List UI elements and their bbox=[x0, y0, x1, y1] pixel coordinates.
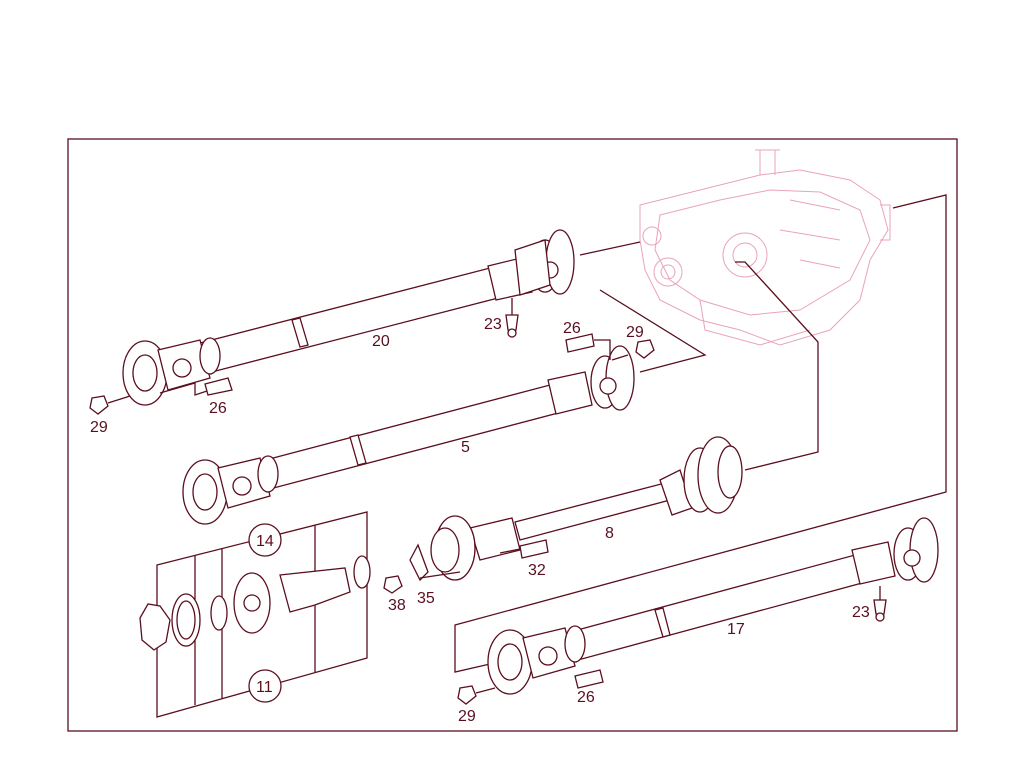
callout-8: 8 bbox=[605, 525, 614, 542]
callout-35: 35 bbox=[417, 590, 435, 607]
callout-20: 20 bbox=[372, 333, 390, 350]
callout-14: 14 bbox=[256, 533, 274, 550]
drive-shaft-20 bbox=[89, 229, 575, 415]
callout-29-upper-right: 29 bbox=[626, 324, 644, 341]
callout-17: 17 bbox=[727, 621, 745, 638]
callout-23-lower: 23 bbox=[852, 604, 870, 621]
callout-26-lower: 26 bbox=[577, 689, 595, 706]
callout-26-upper-right: 26 bbox=[563, 320, 581, 337]
callout-32: 32 bbox=[528, 562, 546, 579]
callout-11: 11 bbox=[256, 679, 273, 696]
drive-shaft-5 bbox=[182, 333, 655, 525]
callout-5: 5 bbox=[461, 439, 470, 456]
leader-lines bbox=[454, 194, 947, 673]
callout-23-upper: 23 bbox=[484, 316, 502, 333]
cv-joint-parts-group bbox=[139, 511, 461, 718]
transfer-case-ghost bbox=[639, 149, 891, 346]
callout-labels: 20 23 26 29 26 29 5 8 32 14 11 38 35 17 … bbox=[90, 316, 870, 725]
callout-38: 38 bbox=[388, 597, 406, 614]
diagram-frame bbox=[67, 138, 958, 732]
callout-29-lower: 29 bbox=[458, 708, 476, 725]
callout-26-upper-left: 26 bbox=[209, 400, 227, 417]
drive-shaft-17 bbox=[457, 517, 939, 705]
drive-shaft-8 bbox=[430, 436, 743, 581]
callout-29-upper-left: 29 bbox=[90, 419, 108, 436]
